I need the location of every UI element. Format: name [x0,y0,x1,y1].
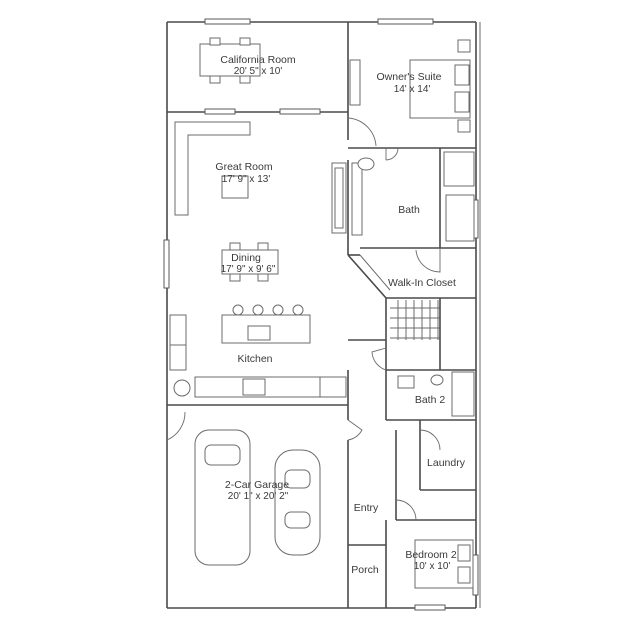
walls [166,21,481,609]
room-name-bedroom-2: Bedroom 2 [405,549,457,561]
room-name-bath: Bath [398,204,420,216]
room-name-dining: Dining [231,252,261,264]
room-dims-owners-suite: 14' x 14' [394,84,431,95]
room-name-laundry: Laundry [427,457,466,469]
room-name-kitchen: Kitchen [237,353,272,365]
room-dims-garage: 20' 1" x 20' 2" [228,491,289,502]
room-name-bath-2: Bath 2 [415,394,446,406]
room-labels: California Room 20' 5" x 10' Owner's Sui… [215,54,465,576]
room-name-porch: Porch [351,564,379,576]
furniture [169,37,475,589]
room-name-walk-in-closet: Walk-In Closet [388,277,456,289]
doors [166,117,441,521]
room-dims-great-room: 17' 9" x 13' [222,174,271,185]
windows [163,18,479,611]
room-dims-dining: 17' 9" x 9' 6" [221,264,276,275]
room-name-california-room: California Room [220,54,296,66]
room-dims-california-room: 20' 5" x 10' [234,66,283,77]
room-dims-bedroom-2: 10' x 10' [414,561,451,572]
room-name-garage: 2-Car Garage [225,479,289,491]
room-name-owners-suite: Owner's Suite [376,71,441,83]
room-name-great-room: Great Room [215,161,272,173]
room-name-entry: Entry [354,502,379,514]
